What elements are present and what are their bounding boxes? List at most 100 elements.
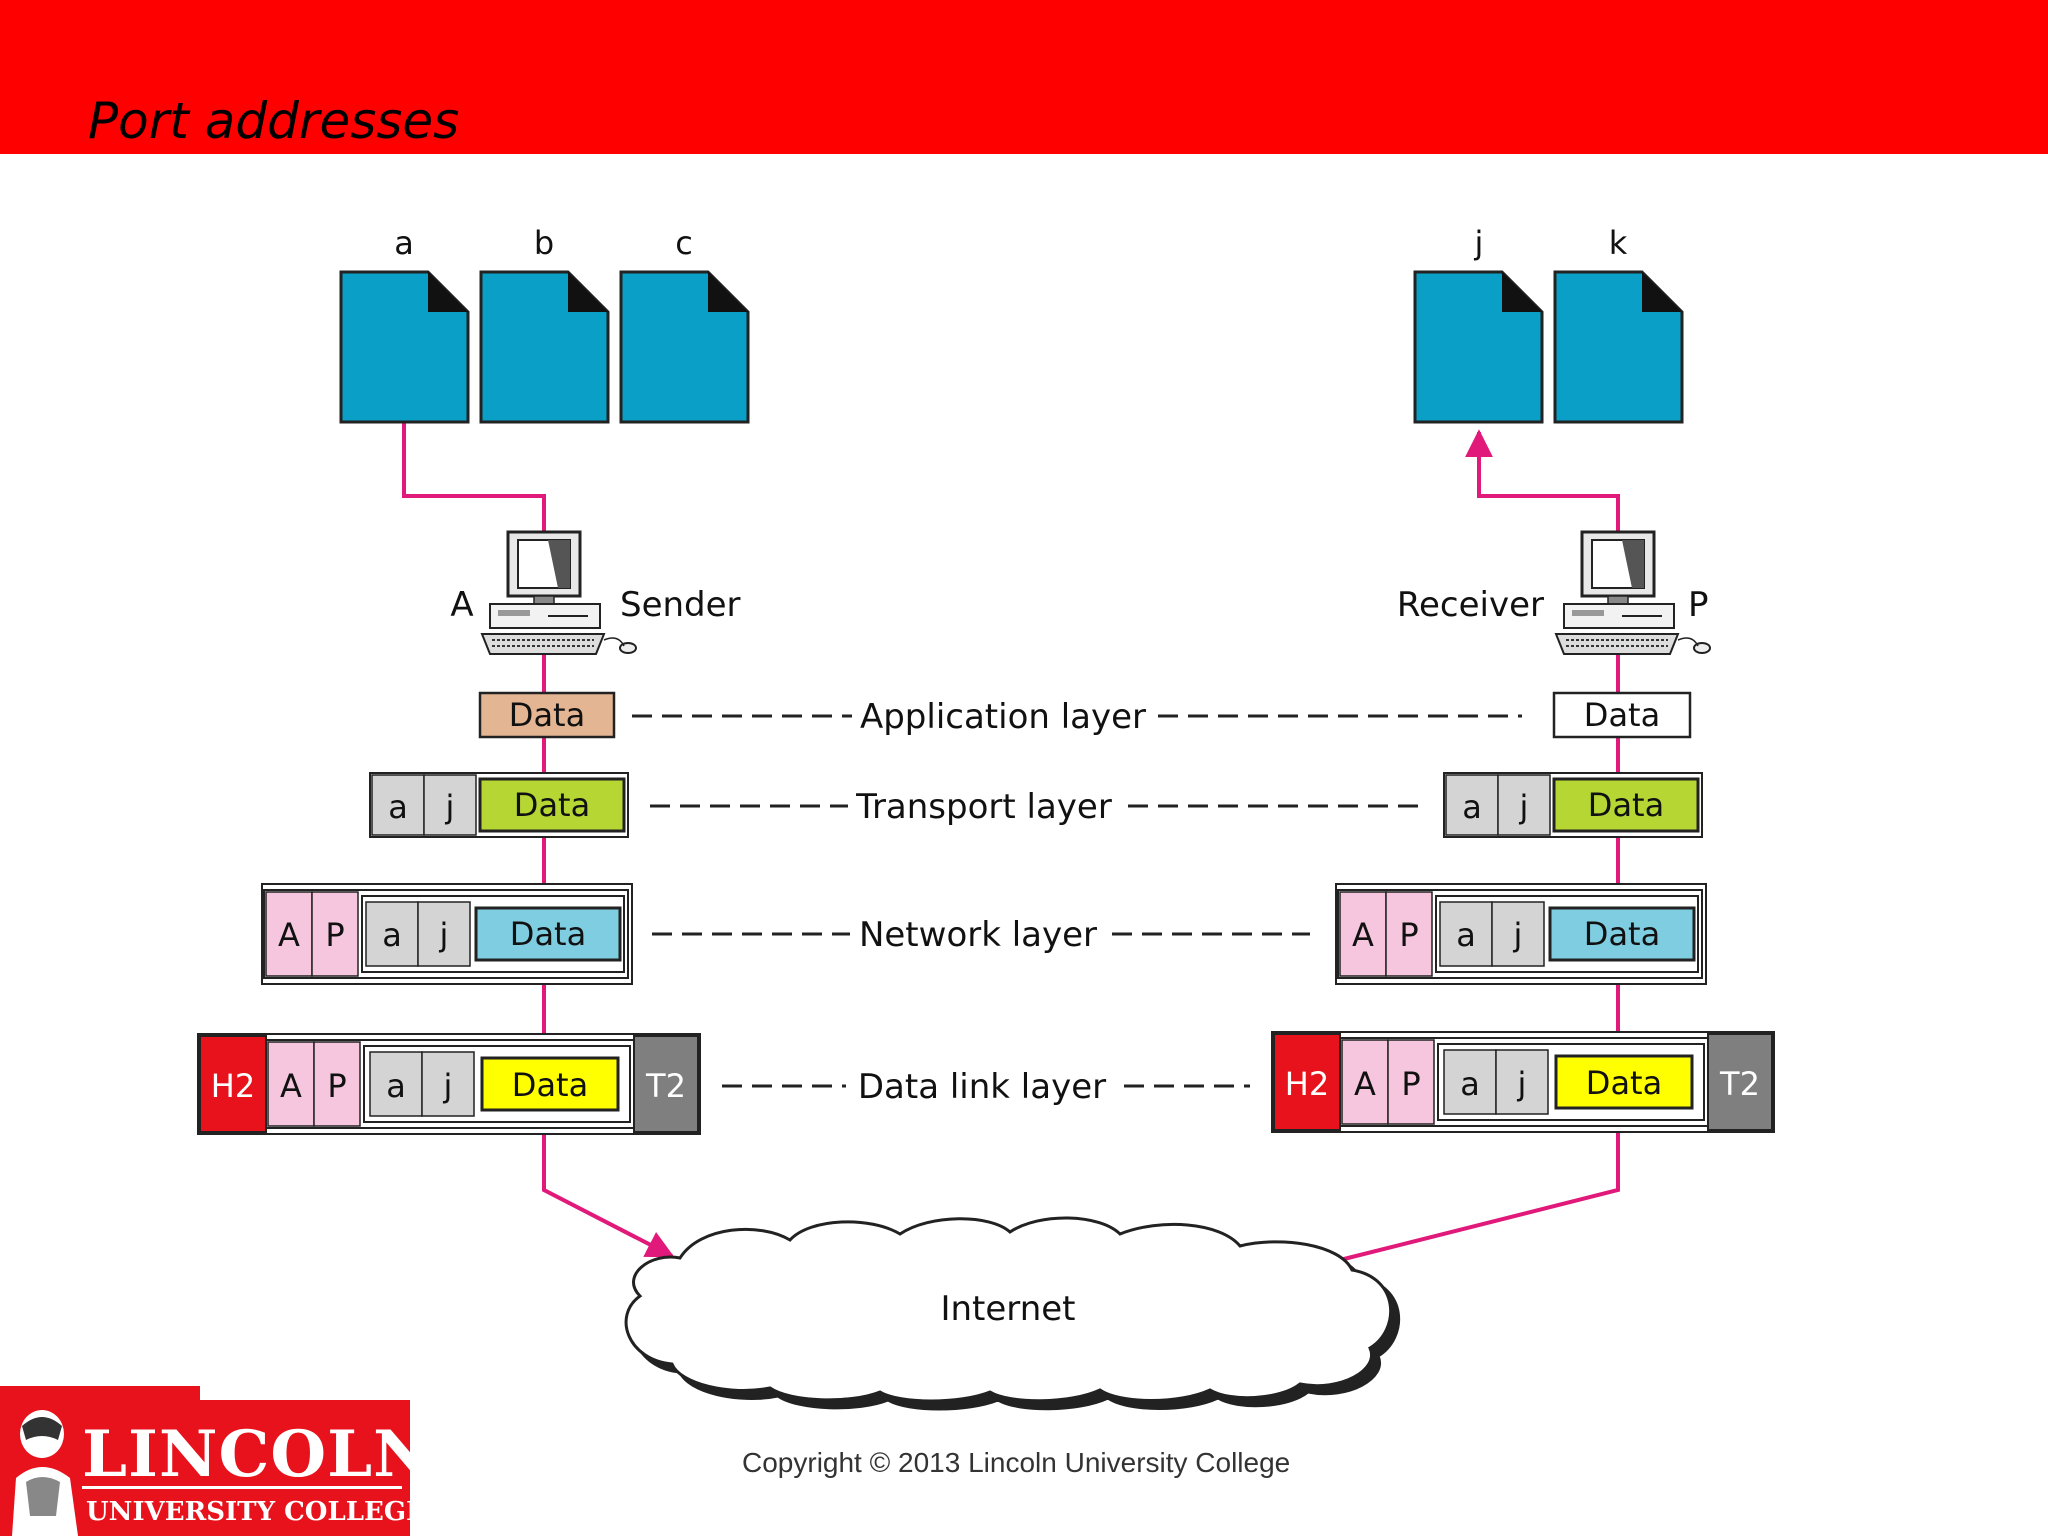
- data-cell: [1554, 1054, 1694, 1110]
- addr-cell: [311, 891, 359, 977]
- page-title: Port addresses: [88, 92, 460, 150]
- src-port-label: a: [386, 1067, 406, 1105]
- document-icon: j: [1413, 224, 1544, 424]
- application-layer-label: Application layer: [860, 697, 1146, 737]
- addr-cell: [1341, 1039, 1389, 1125]
- document-icon: k: [1553, 224, 1684, 424]
- sender-computer-icon: [480, 530, 637, 655]
- src-port-label: a: [1462, 788, 1482, 826]
- application-layer-row: Data Application layer Data: [478, 691, 1692, 739]
- src-addr-label: A: [1352, 916, 1374, 954]
- receiver-app-data-box: [1552, 691, 1692, 739]
- sender-transport-segment: a j Data: [369, 772, 629, 838]
- receiver-computer-icon: [1554, 530, 1711, 655]
- receiver-documents: j k: [1413, 224, 1684, 424]
- dst-port-label: j: [1517, 1065, 1527, 1103]
- doc-label-c: c: [675, 224, 693, 262]
- doc-label-b: b: [534, 224, 554, 262]
- receiver-frame: H2 A P a j Data T2: [1271, 1031, 1775, 1133]
- data-cell: [474, 906, 622, 962]
- network-layer-label: Network layer: [859, 915, 1097, 955]
- datalink-layer-row: H2 A P a j Data T2 Data link layer H2 A …: [197, 1031, 1775, 1135]
- doc-label-a: a: [394, 224, 414, 262]
- lincoln-university-college-logo: LINCOLN UNIVERSITY COLLEGE: [0, 1386, 410, 1536]
- src-port-label: a: [1456, 916, 1476, 954]
- t2-label: T2: [1719, 1065, 1760, 1103]
- datalink-data-label: Data: [512, 1066, 588, 1104]
- dst-addr-label: P: [1399, 916, 1418, 954]
- transport-layer-row: a j Data Transport layer a j Data: [369, 772, 1703, 838]
- internet-to-receiver-line: [1339, 1134, 1620, 1262]
- port-cell: [365, 901, 419, 967]
- port-cell: [1445, 774, 1499, 836]
- addr-cell: [313, 1041, 361, 1127]
- t2-cell: [1707, 1033, 1773, 1131]
- port-cell: [1439, 901, 1493, 967]
- sender-documents: a b c: [339, 224, 750, 424]
- dst-addr-label: P: [327, 1067, 346, 1105]
- transport-data-label: Data: [1588, 786, 1664, 824]
- network-data-label: Data: [510, 915, 586, 953]
- internet-cloud: Internet: [624, 1216, 1393, 1403]
- port-cell: [1491, 901, 1545, 967]
- src-port-label: a: [388, 788, 408, 826]
- h2-cell: [199, 1035, 267, 1133]
- port-cell: [371, 774, 425, 836]
- dst-port-label: j: [443, 1067, 453, 1105]
- h2-label: H2: [211, 1067, 255, 1105]
- sender-network-packet: A P a j Data: [261, 883, 633, 985]
- port-cell: [1495, 1049, 1549, 1115]
- dst-addr-label: P: [1401, 1065, 1420, 1103]
- svg-text:LINCOLN: LINCOLN: [82, 1417, 410, 1492]
- svg-text:UNIVERSITY COLLEGE: UNIVERSITY COLLEGE: [86, 1497, 410, 1527]
- receiver-doc-arrow: [1465, 429, 1620, 545]
- src-addr-label: A: [278, 916, 300, 954]
- src-addr-label: A: [1354, 1065, 1376, 1103]
- data-cell: [478, 777, 626, 833]
- port-cell: [417, 901, 471, 967]
- src-port-label: a: [1460, 1065, 1480, 1103]
- internet-label: Internet: [940, 1289, 1075, 1329]
- receiver-address: P: [1688, 585, 1709, 625]
- datalink-data-label: Data: [1586, 1064, 1662, 1102]
- doc-label-j: j: [1474, 224, 1484, 262]
- network-data-label: Data: [1584, 915, 1660, 953]
- receiver-network-packet: A P a j Data: [1335, 883, 1707, 985]
- port-cell: [421, 1051, 475, 1117]
- h2-label: H2: [1285, 1065, 1329, 1103]
- sender-label: Sender: [620, 585, 741, 625]
- dst-addr-label: P: [325, 916, 344, 954]
- datalink-layer-label: Data link layer: [858, 1067, 1106, 1107]
- network-layer-row: A P a j Data Network layer A P a j Data: [261, 883, 1707, 985]
- data-cell: [480, 1056, 620, 1112]
- transport-data-label: Data: [514, 786, 590, 824]
- h2-cell: [1273, 1033, 1341, 1131]
- receiver-app-data-label: Data: [1584, 696, 1660, 734]
- receiver-label: Receiver: [1397, 585, 1544, 625]
- dst-port-label: j: [1519, 788, 1529, 826]
- dst-port-label: j: [445, 788, 455, 826]
- port-cell: [423, 774, 477, 836]
- sender-app-data-label: Data: [509, 696, 585, 734]
- statue-emblem: [12, 1410, 78, 1536]
- sender-to-internet-arrow: [542, 1136, 675, 1258]
- document-icon: b: [479, 224, 610, 424]
- sender-app-data-box: [478, 691, 616, 739]
- doc-label-k: k: [1609, 224, 1628, 262]
- src-addr-label: A: [280, 1067, 302, 1105]
- dst-port-label: j: [439, 916, 449, 954]
- receiver-transport-segment: a j Data: [1443, 772, 1703, 838]
- t2-cell: [633, 1035, 699, 1133]
- data-cell: [1548, 906, 1696, 962]
- port-cell: [1497, 774, 1551, 836]
- dst-port-label: j: [1513, 916, 1523, 954]
- port-cell: [1443, 1049, 1497, 1115]
- copyright-notice: Copyright © 2013 Lincoln University Coll…: [742, 1447, 1291, 1478]
- addr-cell: [1385, 891, 1433, 977]
- sender-frame: H2 A P a j Data T2: [197, 1033, 701, 1135]
- sender-address: A: [450, 585, 473, 625]
- addr-cell: [265, 891, 313, 977]
- transport-layer-label: Transport layer: [855, 787, 1112, 827]
- addr-cell: [1387, 1039, 1435, 1125]
